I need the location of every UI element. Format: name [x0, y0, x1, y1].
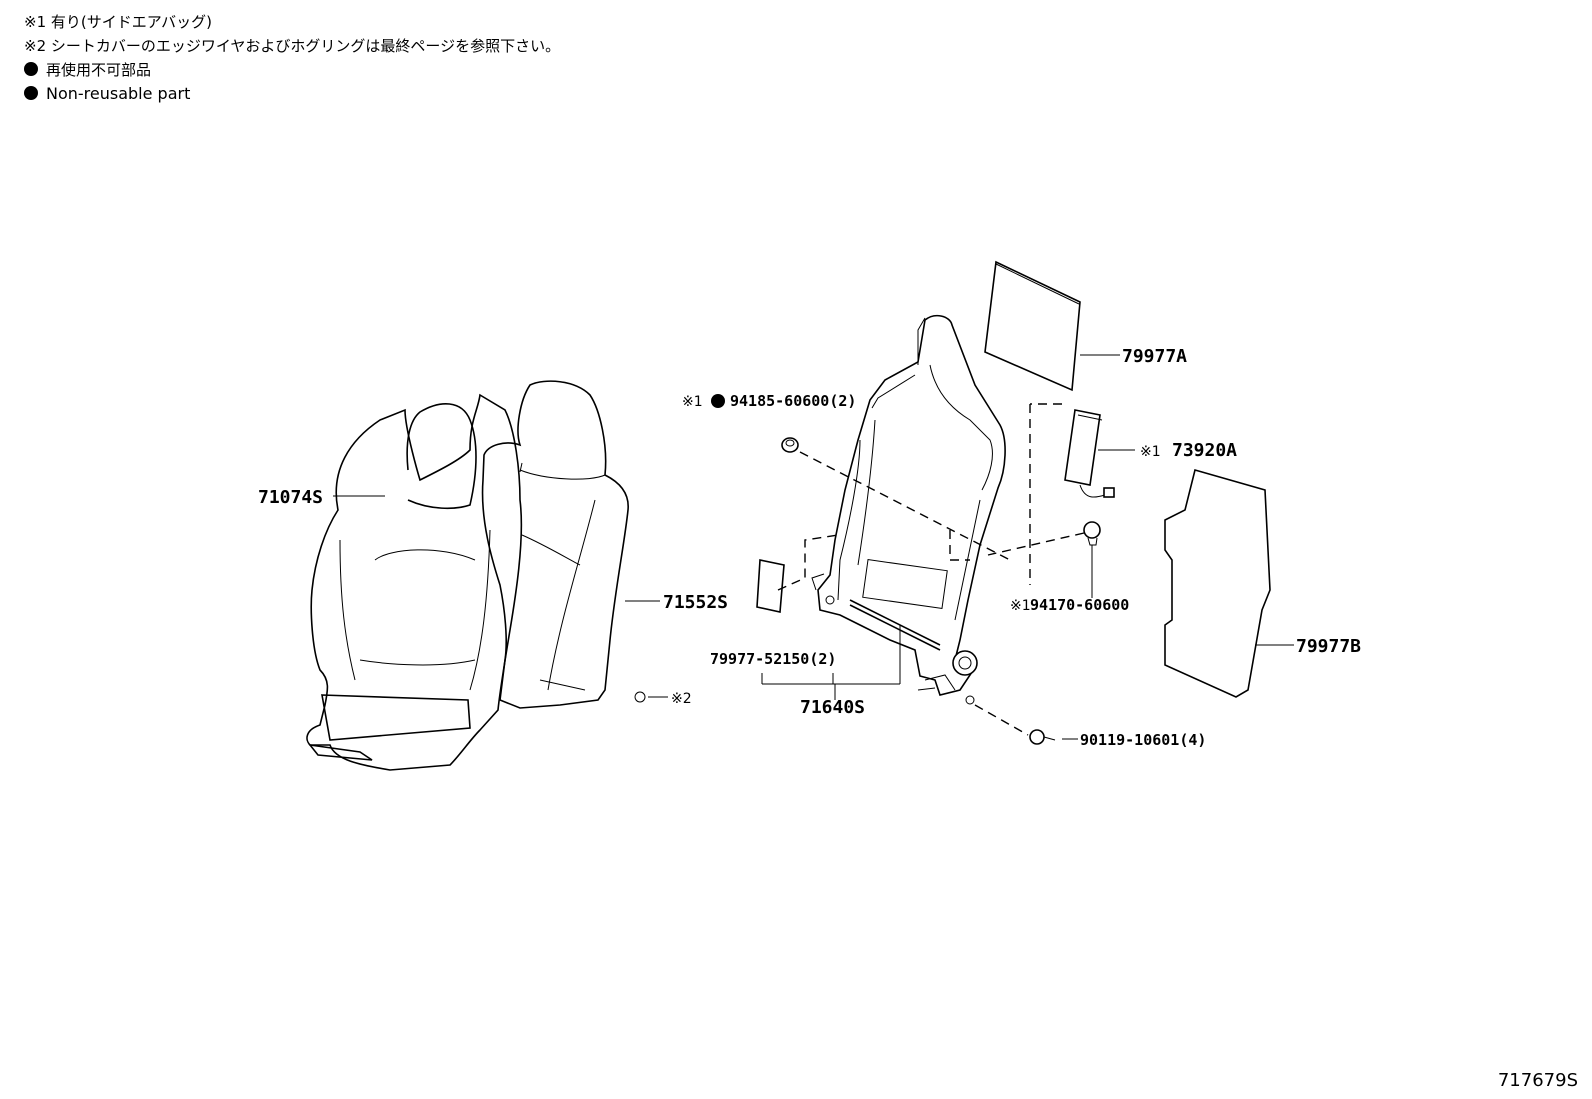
ref-94170: ※1 [1010, 598, 1031, 614]
label-79977a: 79977A [1122, 346, 1187, 367]
label-79977b: 79977B [1296, 636, 1361, 657]
airbag-module-drawing [1064, 409, 1115, 498]
note-1: ※1 有り(サイドエアバッグ) [24, 13, 212, 31]
legend-text-en: Non-reusable part [46, 84, 191, 103]
non-reusable-dot-icon [24, 62, 38, 76]
non-reusable-dot-icon [711, 394, 725, 408]
figure-id: 717679S [1497, 1070, 1578, 1091]
non-reusable-dot-icon [24, 86, 38, 100]
label-73920a: 73920A [1172, 440, 1237, 461]
label-79977-52150: 79977-52150(2) [710, 650, 836, 668]
seat-cover-drawing [306, 393, 523, 771]
legend-row-jp: 再使用不可部品 [24, 58, 560, 82]
label-71640s: 71640S [800, 697, 865, 718]
sheet-79977a-drawing [984, 260, 1081, 392]
ref-94185: ※1 [682, 394, 703, 410]
pad-79977b-drawing [1164, 469, 1271, 698]
note-2: ※2 シートカバーのエッジワイヤおよびホグリングは最終ページを参照下さい。 [24, 37, 561, 55]
leader-lines [333, 354, 1294, 740]
label-94185: 94185-60600(2) [730, 392, 856, 410]
notes-block: ※1 有り(サイドエアバッグ) ※2 シートカバーのエッジワイヤおよびホグリング… [24, 10, 560, 106]
dashed-assembly-lines [777, 403, 1085, 736]
label-90119: 90119-10601(4) [1080, 731, 1206, 749]
label-94170: 94170-60600 [1030, 596, 1129, 614]
small-parts [634, 437, 1101, 745]
label-71074s: 71074S [258, 487, 323, 508]
label-71552s: 71552S [663, 592, 728, 613]
legend-row-en: Non-reusable part [24, 82, 560, 106]
legend-text-jp: 再使用不可部品 [46, 61, 152, 79]
ref-2: ※2 [671, 691, 692, 707]
seat-frame-drawing [811, 314, 1006, 705]
ref-73920a: ※1 [1140, 444, 1161, 460]
seat-pad-drawing [481, 380, 629, 709]
